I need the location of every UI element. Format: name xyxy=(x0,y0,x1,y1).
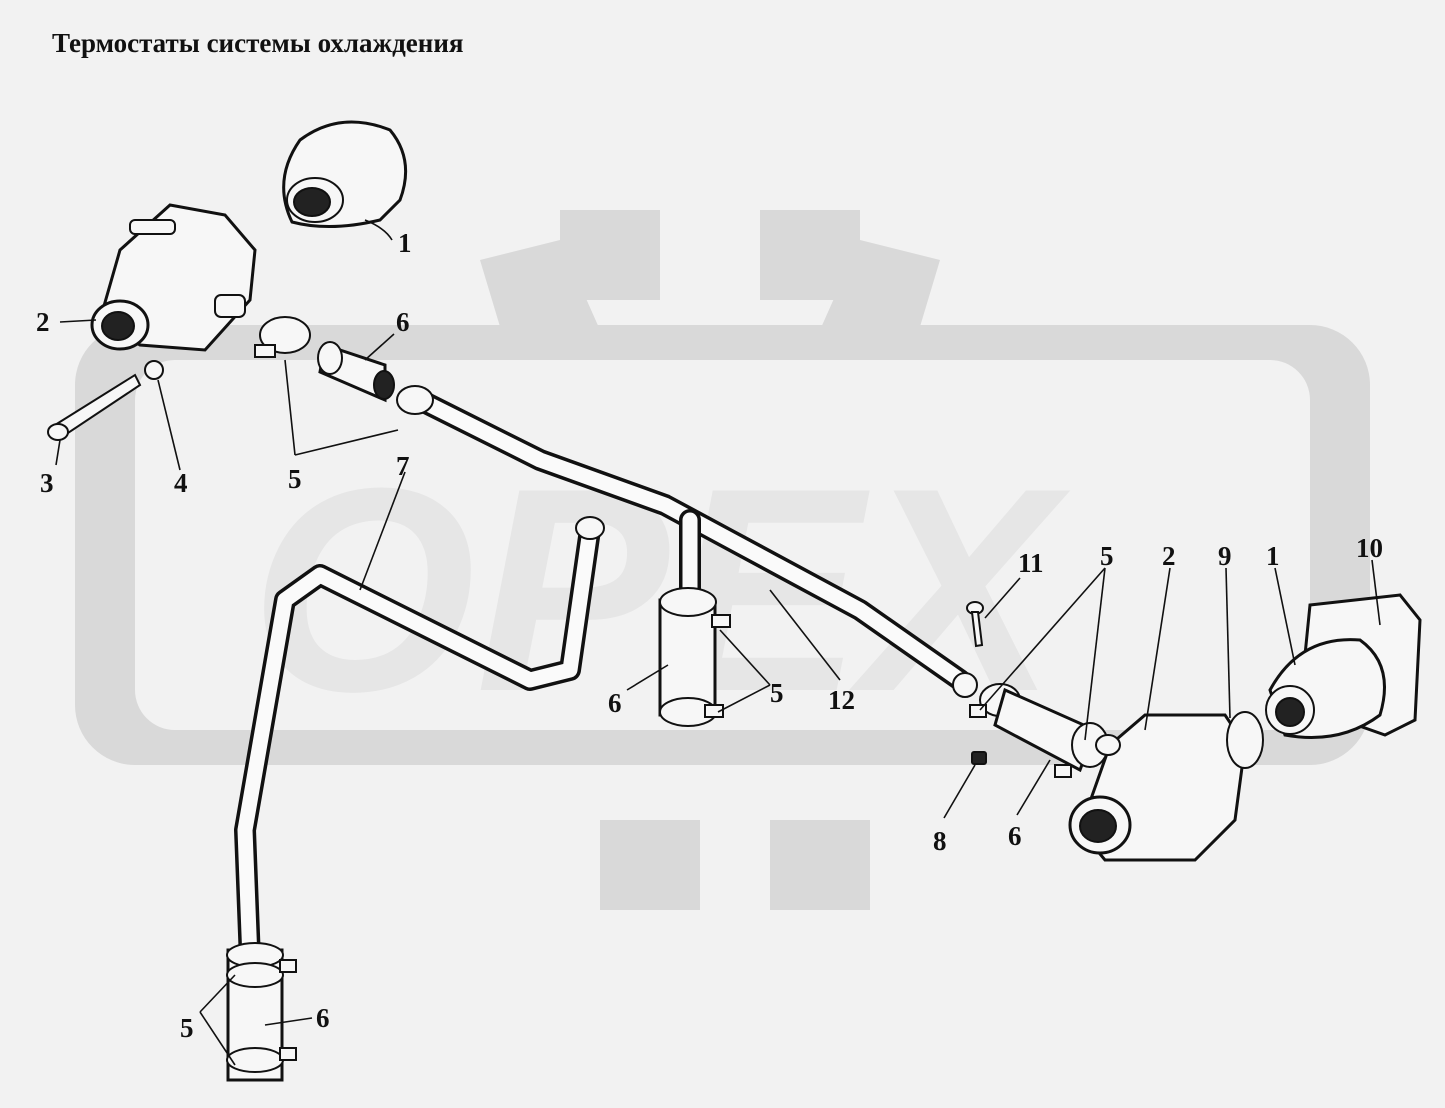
callout-1: 1 xyxy=(1266,541,1280,571)
callout-1: 1 xyxy=(398,228,412,258)
hose-bottom xyxy=(226,942,297,1082)
thermostat-top xyxy=(282,120,408,241)
callout-12: 12 xyxy=(828,685,855,715)
callout-5: 5 xyxy=(1100,541,1114,571)
callout-9: 9 xyxy=(1218,541,1232,571)
callout-5: 5 xyxy=(288,464,302,494)
bolt xyxy=(47,373,142,441)
callout-8: 8 xyxy=(933,826,947,856)
callout-labels: 1 2 3 4 5 6 7 6 5 12 11 5 2 9 1 10 8 6 5… xyxy=(36,228,1383,1043)
gasket xyxy=(1226,711,1264,769)
hose-top xyxy=(317,341,395,403)
coolant-pipe xyxy=(396,385,978,698)
callout-7: 7 xyxy=(396,451,410,481)
diagram-title: Термостаты системы охлаждения xyxy=(52,28,464,58)
callout-11: 11 xyxy=(1018,548,1044,578)
hose-right xyxy=(969,683,1109,778)
clamp-top xyxy=(254,316,311,358)
callout-6: 6 xyxy=(396,307,410,337)
callout-2: 2 xyxy=(1162,541,1176,571)
thermostat-housing-left xyxy=(90,203,257,352)
hose-middle xyxy=(658,587,731,727)
callout-10: 10 xyxy=(1356,533,1383,563)
callout-5: 5 xyxy=(770,678,784,708)
bolt-small xyxy=(966,601,984,648)
callout-6: 6 xyxy=(316,1003,330,1033)
thermostat-housing-right xyxy=(1068,713,1247,862)
pipe-long xyxy=(234,516,605,971)
callout-6: 6 xyxy=(1008,821,1022,851)
leader-lines xyxy=(55,319,1381,1066)
thermostat-right xyxy=(1265,593,1422,739)
callout-5: 5 xyxy=(180,1013,194,1043)
callout-4: 4 xyxy=(174,468,188,498)
callout-3: 3 xyxy=(40,468,54,498)
washer xyxy=(144,360,164,380)
nut xyxy=(971,751,987,765)
callout-6: 6 xyxy=(608,688,622,718)
callout-2: 2 xyxy=(36,307,50,337)
